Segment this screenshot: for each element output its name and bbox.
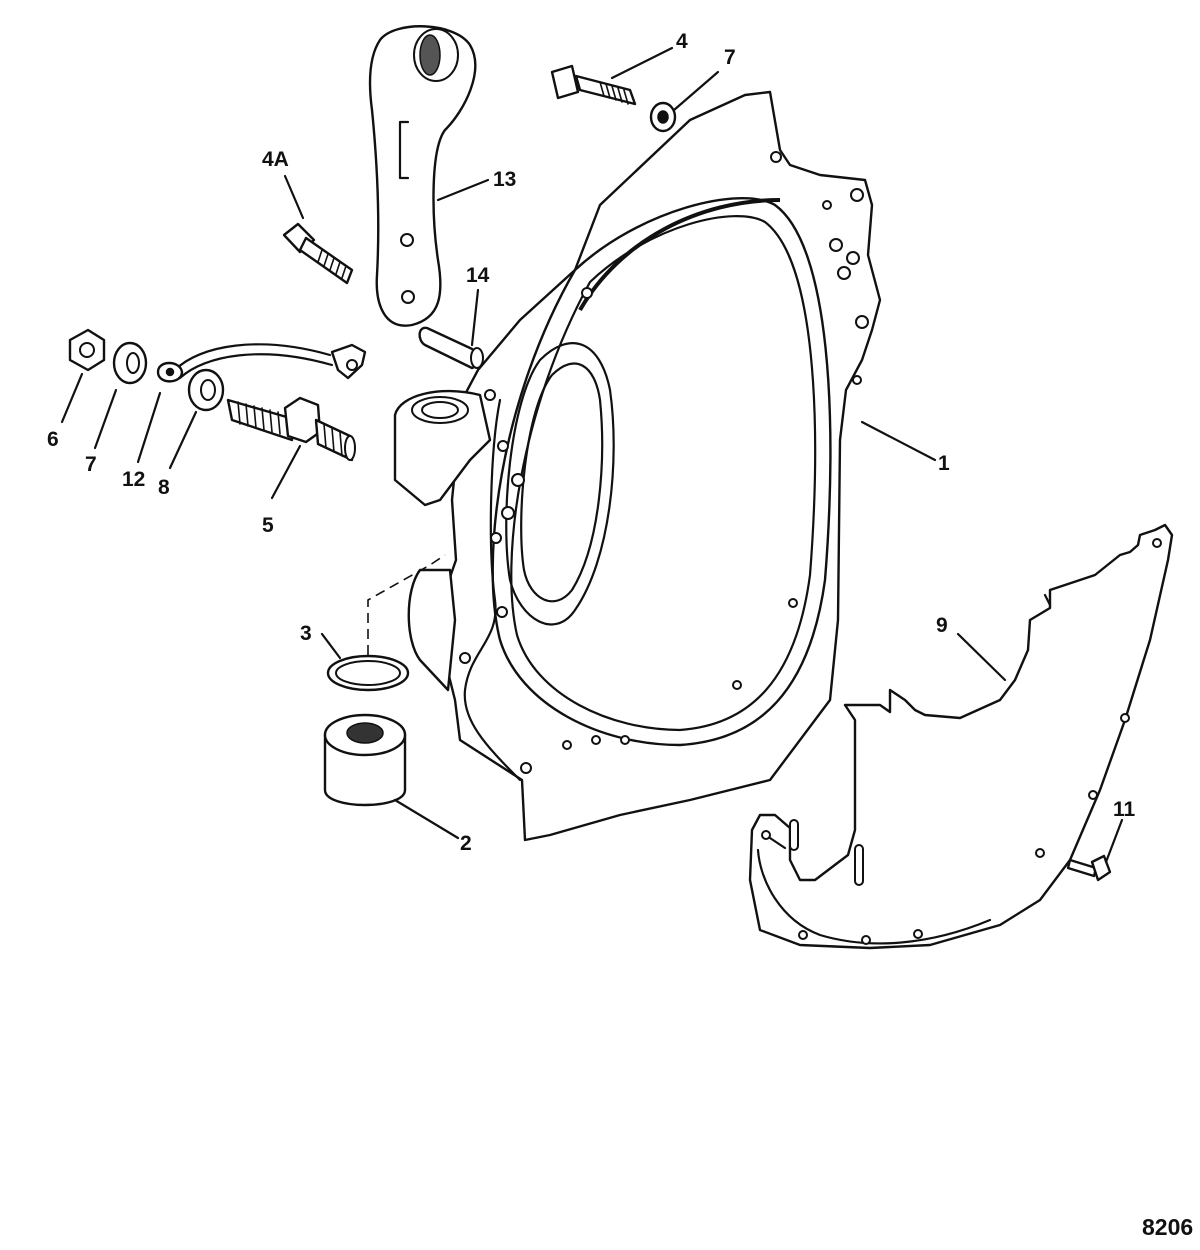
callout-8: 8 [158,476,170,499]
callout-12: 12 [122,468,145,491]
alignment-dashed-line [367,554,446,655]
callout-11: 11 [1113,798,1136,821]
o-ring [326,654,410,692]
callout-6: 6 [47,428,59,451]
dowel-pin [418,326,484,370]
callout-5: 5 [262,514,274,537]
callout-3: 3 [300,622,312,645]
hex-nut [68,328,106,372]
callout-2: 2 [460,832,472,855]
flat-washer [187,368,225,412]
lever-arm [368,25,477,327]
callout-4: 4 [676,30,688,53]
callout-9: 9 [936,614,948,637]
callout-labels: 4 7 4A 13 14 6 7 12 8 5 1 3 2 9 11 8206 [47,30,1193,1240]
stud [226,396,356,462]
callout-13: 13 [493,168,516,191]
figure-number: 8206 [1142,1214,1193,1240]
callout-1: 1 [938,452,950,475]
callout-4a: 4A [262,148,289,171]
bolt-4a [282,222,354,285]
flange-holes [459,151,869,774]
ground-wire [156,343,367,383]
flywheel-housing [393,90,882,842]
callout-7-top: 7 [724,46,736,69]
screw [1066,854,1112,882]
callout-7: 7 [85,453,97,476]
bolt-top [550,64,637,106]
callout-14: 14 [466,264,490,287]
lock-washer [112,341,148,385]
bushing [323,713,407,807]
cover-plate [748,523,1174,950]
washer-top [649,101,677,133]
leader-lines [60,46,1124,864]
